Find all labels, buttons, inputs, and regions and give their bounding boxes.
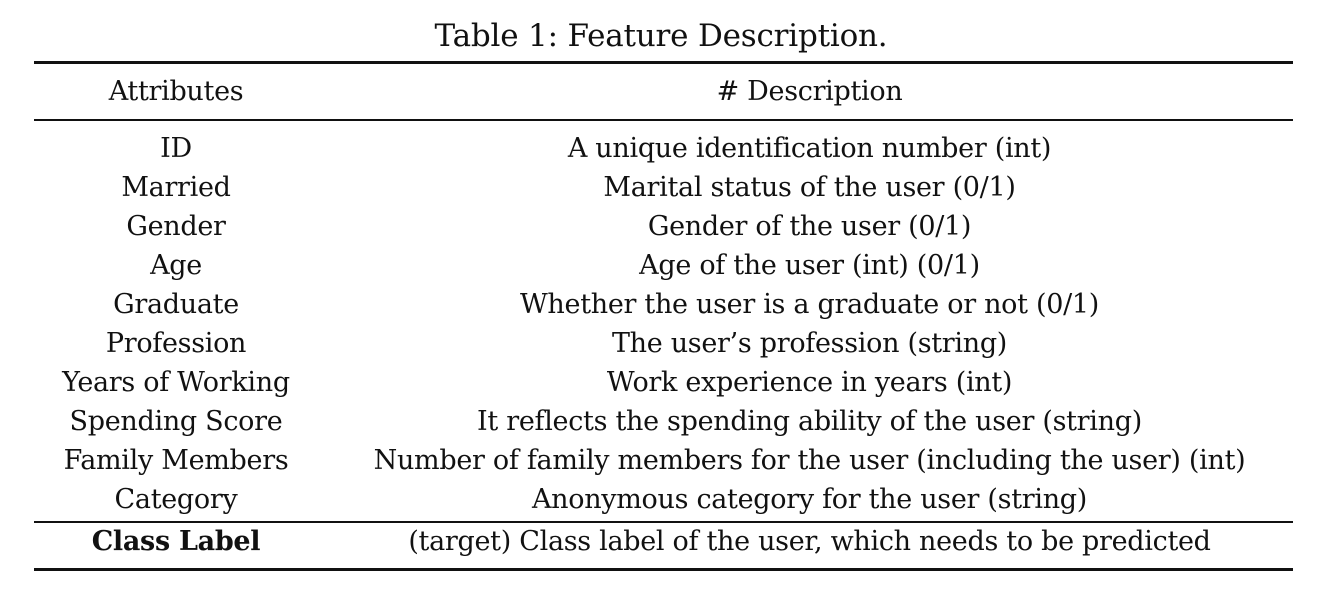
attribute-cell: Gender [126,211,226,242]
attribute-cell: Married [121,172,231,203]
table-row: Age Age of the user (int) (0/1) [34,246,1293,285]
table-row: Profession The user’s profession (string… [34,324,1293,363]
description-cell: Work experience in years (int) [606,367,1013,398]
attribute-cell: Years of Working [62,367,290,398]
table-caption: Table 1: Feature Description. [434,18,888,54]
table-row: ID A unique identification number (int) [34,129,1293,168]
class-label-attribute: Class Label [91,526,261,557]
description-cell: It reflects the spending ability of the … [477,406,1142,437]
table-row: Years of Working Work experience in year… [34,363,1293,402]
header-description: # Description [716,76,903,107]
bottom-rule [34,568,1293,571]
attribute-cell: Category [114,484,238,515]
attribute-cell: Profession [105,328,247,359]
attribute-cell: Age [150,250,202,281]
header-row: Attributes # Description [34,72,1293,111]
table-row: Married Marital status of the user (0/1) [34,168,1293,207]
class-label-row: Class Label (target) Class label of the … [34,522,1293,561]
top-rule [34,61,1293,64]
description-cell: The user’s profession (string) [611,328,1008,359]
table-row: Spending Score It reflects the spending … [34,402,1293,441]
attribute-cell: ID [160,133,192,164]
class-label-description: (target) Class label of the user, which … [408,526,1211,557]
table-row: Gender Gender of the user (0/1) [34,207,1293,246]
attribute-cell: Spending Score [69,406,283,437]
header-attributes: Attributes [108,76,244,107]
description-cell: Anonymous category for the user (string) [531,484,1088,515]
table-row: Category Anonymous category for the user… [34,480,1293,519]
description-cell: A unique identification number (int) [567,133,1052,164]
description-cell: Whether the user is a graduate or not (0… [519,289,1099,320]
attribute-cell: Family Members [63,445,289,476]
header-rule [34,119,1293,121]
description-cell: Number of family members for the user (i… [373,445,1246,476]
table-row: Family Members Number of family members … [34,441,1293,480]
description-cell: Age of the user (int) (0/1) [639,250,980,281]
table-row: Graduate Whether the user is a graduate … [34,285,1293,324]
description-cell: Marital status of the user (0/1) [603,172,1016,203]
attribute-cell: Graduate [113,289,239,320]
label-rule [34,521,1293,523]
description-cell: Gender of the user (0/1) [647,211,972,242]
